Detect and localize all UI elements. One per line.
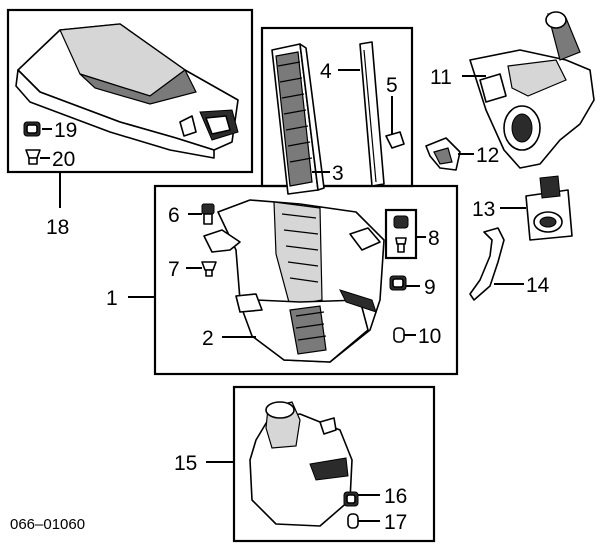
callout-6: 6 <box>168 204 180 227</box>
callout-15: 15 <box>174 452 197 475</box>
callout-3: 3 <box>332 162 344 185</box>
part-bracket-12 <box>425 137 461 171</box>
callout-19: 19 <box>54 119 77 142</box>
diagram-code: 066–01060 <box>10 516 85 533</box>
callout-18: 18 <box>46 216 69 239</box>
callout-7: 7 <box>168 258 180 281</box>
part-stay-bracket <box>469 227 505 301</box>
kit-box-8 <box>384 208 418 260</box>
frame-resonator-group <box>232 385 436 543</box>
callout-16: 16 <box>384 485 407 508</box>
part-air-flow-meter <box>525 175 573 241</box>
callout-10: 10 <box>418 325 441 348</box>
part-intake-hose <box>469 11 595 169</box>
part-air-cleaner-case <box>203 199 385 363</box>
part-grommet <box>23 121 41 137</box>
part-intake-duct <box>15 23 239 159</box>
callout-5: 5 <box>386 74 398 97</box>
callout-17: 17 <box>384 511 407 534</box>
part-seal-strip <box>359 41 385 187</box>
callout-13: 13 <box>472 198 495 221</box>
callout-2: 2 <box>202 327 214 350</box>
callout-14: 14 <box>526 274 550 297</box>
part-bolt-6 <box>201 203 215 225</box>
callout-1: 1 <box>106 287 118 310</box>
frame-duct-group <box>6 8 254 174</box>
callout-12: 12 <box>476 144 499 167</box>
part-clamp <box>385 131 405 149</box>
part-grommet-9 <box>389 275 407 291</box>
part-grommet-8 <box>393 215 409 253</box>
part-clip <box>25 149 41 165</box>
part-resonator <box>249 401 353 527</box>
callout-11: 11 <box>430 66 452 89</box>
part-pin-10 <box>393 327 405 343</box>
callout-4: 4 <box>320 60 332 83</box>
part-filter-element <box>271 43 325 195</box>
part-screw-7 <box>201 261 217 277</box>
callout-9: 9 <box>424 276 436 299</box>
callout-8: 8 <box>428 227 440 250</box>
part-grommet-16 <box>343 491 359 507</box>
callout-20: 20 <box>52 148 75 171</box>
part-pin-17 <box>347 513 359 529</box>
